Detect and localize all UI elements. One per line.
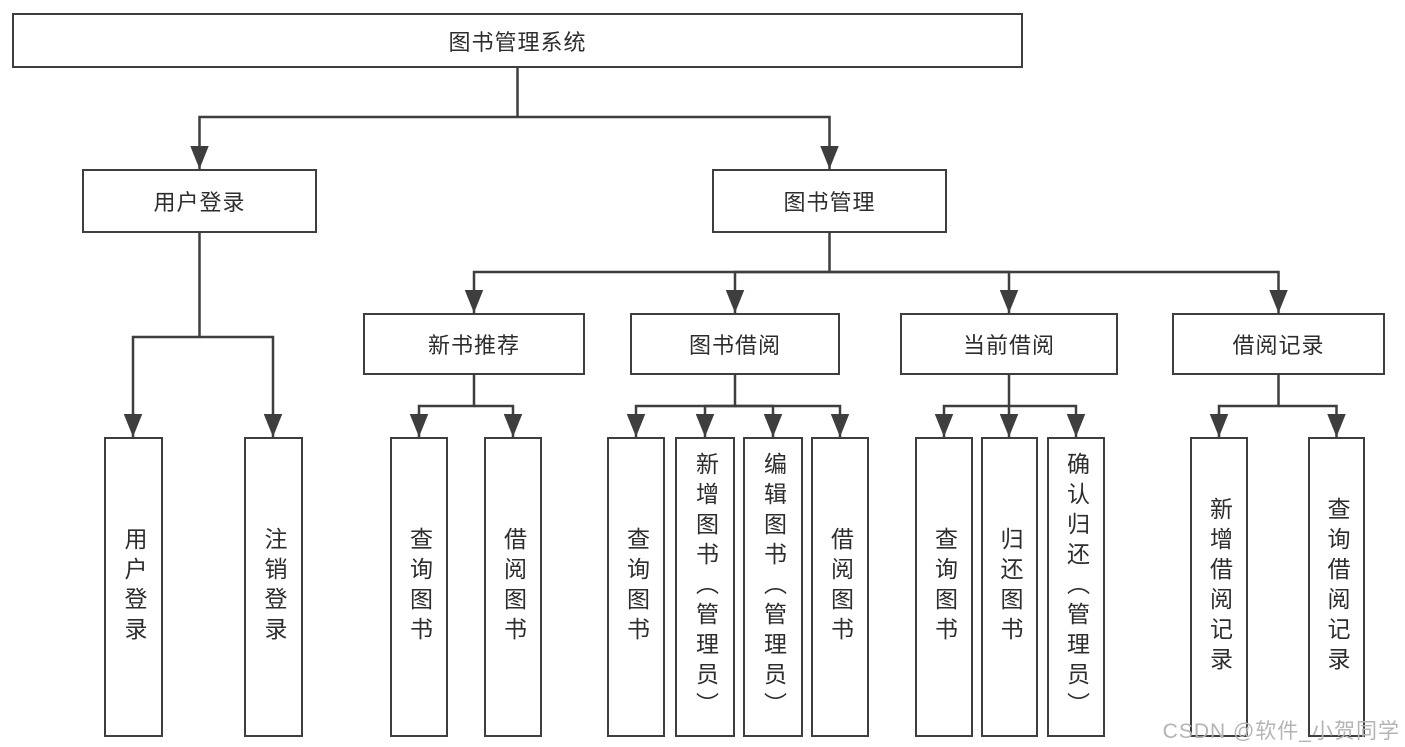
node-user-login: 用户登录 <box>82 169 317 233</box>
leaf-return-books: 归还图书 <box>981 437 1038 737</box>
node-book-borrow: 图书借阅 <box>630 313 840 375</box>
csdn-watermark: CSDN @软件_小贺同学 <box>1162 720 1400 743</box>
node-new-book-recommend: 新书推荐 <box>363 313 585 375</box>
leaf-add-books-admin: 新增图书（管理员） <box>675 437 735 737</box>
node-borrow-records: 借阅记录 <box>1172 313 1385 375</box>
leaf-add-borrow-record: 新增借阅记录 <box>1190 437 1248 737</box>
node-current-borrow: 当前借阅 <box>900 313 1118 375</box>
leaf-query-borrow-record: 查询借阅记录 <box>1308 437 1365 737</box>
leaf-borrow-books: 借阅图书 <box>811 437 869 737</box>
leaf-query-books-current: 查询图书 <box>915 437 973 737</box>
node-book-management: 图书管理 <box>712 169 947 233</box>
node-root: 图书管理系统 <box>12 13 1023 68</box>
leaf-query-books-borrow: 查询图书 <box>607 437 665 737</box>
leaf-user-login: 用户登录 <box>104 437 163 737</box>
leaf-edit-books-admin: 编辑图书（管理员） <box>743 437 803 737</box>
leaf-confirm-return-admin: 确认归还（管理员） <box>1047 437 1105 737</box>
leaf-logout: 注销登录 <box>244 437 303 737</box>
leaf-borrow-books-recommend: 借阅图书 <box>484 437 542 737</box>
leaf-query-books-recommend: 查询图书 <box>390 437 448 737</box>
